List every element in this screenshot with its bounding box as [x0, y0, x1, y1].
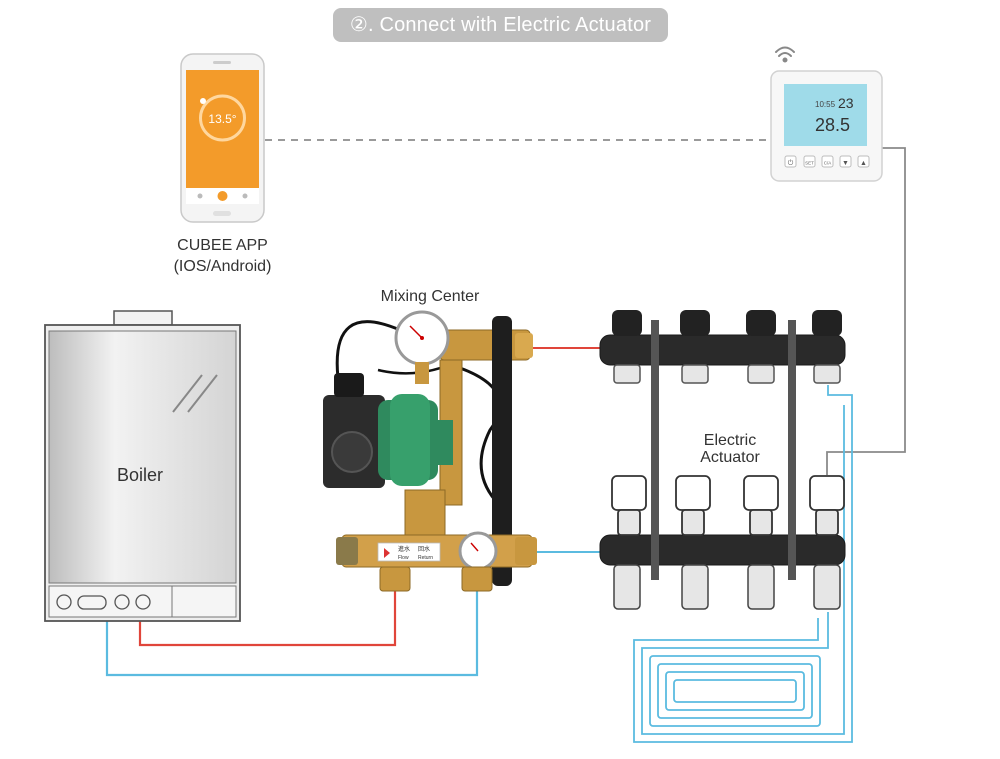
flow-label: Flow	[398, 555, 409, 561]
smartphone: 13.5°	[180, 53, 265, 223]
app-caption: CUBEE APP (IOS/Android)	[155, 235, 290, 277]
electric-actuators	[611, 475, 845, 536]
actuator-label-line2: Actuator	[700, 449, 760, 466]
flow-label-cn: 進水	[398, 545, 410, 553]
mode-button[interactable]: C/A	[824, 161, 832, 166]
mixing-center: 進水 回水 Flow Return	[323, 310, 537, 592]
set-button[interactable]: SET	[805, 161, 814, 166]
manifold-bottom-outlets	[613, 564, 841, 610]
app-temperature: 13.5°	[208, 112, 236, 126]
app-name: CUBEE APP	[177, 237, 268, 254]
wifi-icon	[775, 46, 795, 63]
boiler-label: Boiler	[117, 465, 164, 485]
actuator-label-line1: Electric	[703, 432, 757, 449]
manifold-top-caps	[612, 310, 842, 336]
mixing-center-label: Mixing Center	[380, 288, 480, 305]
boiler	[44, 310, 241, 622]
boiler-return-pipe	[105, 585, 479, 677]
power-button[interactable]: ⏻	[788, 159, 794, 167]
floor-heating-loop	[633, 385, 853, 743]
boiler-supply-pipe	[138, 585, 397, 647]
app-platforms: (IOS/Android)	[173, 258, 272, 275]
thermostat-wire	[826, 147, 906, 475]
thermostat-time: 10:55	[815, 100, 836, 109]
return-label: Return	[418, 555, 433, 561]
step-title-badge: ②. Connect with Electric Actuator	[333, 8, 668, 42]
up-button[interactable]: ▲	[860, 160, 867, 167]
thermostat-room-temp: 28.5	[815, 115, 850, 135]
manifold-top-outlets	[613, 364, 841, 384]
thermostat-set-temp: 23	[838, 95, 854, 111]
electric-actuator-label: Electric Actuator	[680, 432, 780, 466]
wifi-thermostat: 10:55 23 28.5 ⏻ SET C/A ▼ ▲	[770, 46, 883, 182]
down-button[interactable]: ▼	[842, 160, 849, 167]
return-label-cn: 回水	[418, 545, 430, 553]
manifold	[599, 320, 846, 580]
